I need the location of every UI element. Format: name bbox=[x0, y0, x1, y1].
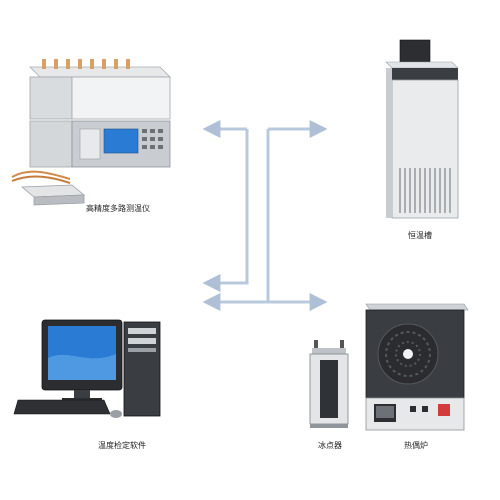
bath-device bbox=[385, 39, 459, 219]
furnace-device bbox=[365, 303, 469, 431]
bath-label: 恒温槽 bbox=[408, 231, 432, 240]
computer-device bbox=[13, 319, 161, 418]
right-vertical-line bbox=[266, 129, 328, 311]
thermometer-label: 高精度多路测温仪 bbox=[86, 204, 150, 213]
ice-device bbox=[309, 340, 349, 428]
furnace-label: 热偶炉 bbox=[404, 441, 428, 450]
pc-label: 温度检定软件 bbox=[98, 441, 146, 450]
left-vertical-line bbox=[202, 129, 249, 292]
ice-label: 冰点器 bbox=[318, 441, 342, 450]
thermometer-device bbox=[11, 59, 171, 206]
